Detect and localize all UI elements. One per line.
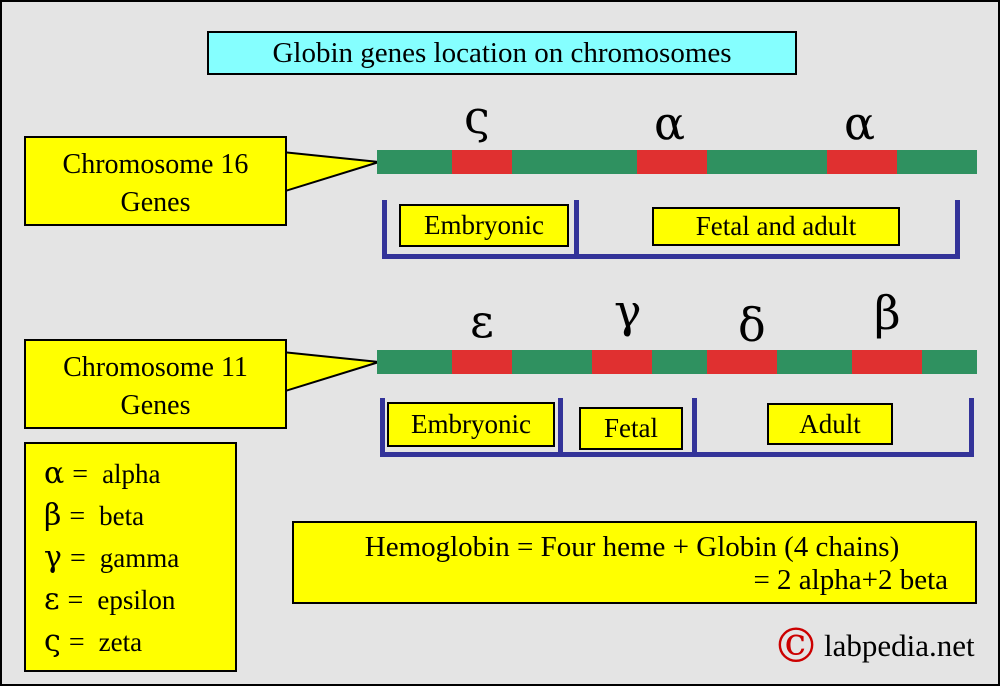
chr11-group-fetal-label: Fetal	[604, 413, 658, 443]
legend-equals: =	[67, 584, 84, 616]
legend-row-epsilon: ε = epsilon	[44, 582, 217, 617]
page-title: Globin genes location on chromosomes	[207, 31, 797, 75]
chr11-gene-segment-delta	[707, 350, 777, 374]
chromosome-16-label: Chromosome 16 Genes	[24, 136, 287, 226]
legend-equals: =	[68, 626, 85, 658]
chromosome-16-label-line2: Genes	[120, 186, 191, 218]
chr16-group-fetal-and-adult: Fetal and adult	[652, 207, 900, 246]
legend-box: α = alpha β = beta γ = gamma ε = epsilon…	[24, 442, 237, 672]
chr16-bracket-tick-right	[955, 200, 960, 259]
hemoglobin-formula-line1: Hemoglobin = Four heme + Globin (4 chain…	[364, 531, 900, 563]
chr16-group-embryonic-label: Embryonic	[424, 210, 544, 240]
legend-symbol-zeta: ς	[44, 623, 61, 659]
hemoglobin-formula-line2: = 2 alpha+2 beta	[753, 564, 948, 596]
chr11-gene-symbol-beta: β	[874, 286, 901, 340]
chr16-gene-segment-zeta	[452, 150, 512, 174]
hemoglobin-formula-box: Hemoglobin = Four heme + Globin (4 chain…	[292, 521, 977, 604]
chr11-callout-pointer	[282, 350, 380, 394]
chr11-gene-segment-gamma	[592, 350, 652, 374]
legend-row-zeta: ς = zeta	[44, 624, 217, 659]
site-name: labpedia.net	[824, 628, 975, 663]
chr11-gene-segment-epsilon	[452, 350, 512, 374]
chr11-gene-symbol-gamma: γ	[614, 284, 642, 338]
legend-row-beta: β = beta	[44, 498, 217, 533]
chromosome-11-label: Chromosome 11 Genes	[24, 339, 287, 429]
chr16-bracket-horizontal	[382, 254, 960, 259]
watermark: © labpedia.net	[772, 622, 975, 670]
legend-name-alpha: alpha	[102, 458, 161, 489]
chr11-group-embryonic: Embryonic	[387, 402, 555, 447]
legend-name-gamma: gamma	[99, 542, 180, 573]
chr16-callout-pointer	[282, 150, 380, 194]
legend-row-alpha: α = alpha	[44, 456, 217, 491]
legend-symbol-gamma: γ	[44, 539, 62, 575]
legend-equals: =	[69, 542, 86, 574]
chr11-bracket-horizontal	[380, 452, 974, 457]
chr11-group-adult: Adult	[767, 403, 893, 445]
chr11-gene-symbol-epsilon: ε	[470, 294, 494, 348]
chr11-group-fetal: Fetal	[579, 407, 683, 450]
chr16-gene-symbol-zeta: ς	[464, 90, 490, 144]
legend-symbol-alpha: α	[44, 455, 65, 491]
legend-equals: =	[72, 458, 89, 490]
chromosome-11-label-line1: Chromosome 11	[63, 352, 248, 383]
legend-row-gamma: γ = gamma	[44, 540, 217, 575]
chr11-bracket-tick-1	[380, 398, 385, 457]
chromosome-11-label-line2: Genes	[120, 389, 191, 421]
chr11-gene-symbol-delta: δ	[738, 298, 766, 352]
chr16-bracket-tick-middle	[574, 200, 579, 259]
chr16-group-fetal-and-adult-label: Fetal and adult	[695, 211, 857, 241]
chr16-group-embryonic: Embryonic	[399, 204, 569, 247]
chr16-gene-segment-alpha2	[827, 150, 897, 174]
legend-symbol-beta: β	[44, 497, 62, 533]
legend-equals: =	[69, 500, 86, 532]
legend-name-zeta: zeta	[98, 626, 143, 657]
legend-name-beta: beta	[99, 500, 145, 531]
page-title-text: Globin genes location on chromosomes	[272, 36, 732, 69]
chr16-gene-segment-alpha1	[637, 150, 707, 174]
chr11-bracket-tick-4	[969, 398, 974, 457]
chr16-bracket-tick-left	[382, 200, 387, 259]
chromosome-16-bar	[377, 150, 977, 174]
legend-name-epsilon: epsilon	[97, 584, 176, 615]
copyright-icon: ©	[772, 618, 820, 674]
chr11-bracket-tick-2	[558, 398, 563, 457]
legend-symbol-epsilon: ε	[44, 581, 60, 617]
chromosome-16-label-line1: Chromosome 16	[62, 149, 249, 180]
chromosome-11-bar	[377, 350, 977, 374]
chr11-bracket-tick-3	[692, 398, 697, 457]
chr11-group-adult-label: Adult	[799, 408, 861, 439]
chr11-group-embryonic-label: Embryonic	[411, 409, 531, 439]
chr11-gene-segment-beta	[852, 350, 922, 374]
chr16-gene-symbol-alpha2: α	[844, 96, 876, 150]
chr16-gene-symbol-alpha1: α	[654, 96, 686, 150]
